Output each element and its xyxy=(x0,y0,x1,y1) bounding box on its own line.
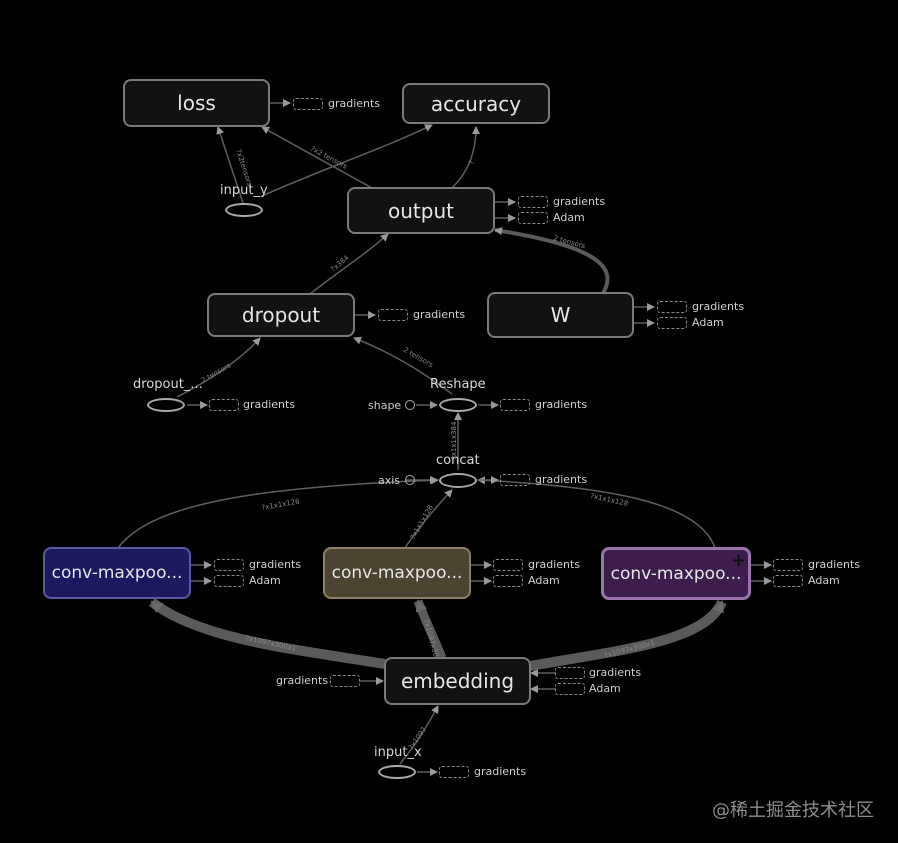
gradients-aux-node[interactable] xyxy=(555,667,585,679)
edge-label: ?x1x1x128 xyxy=(409,504,435,541)
input-y-label: input_y xyxy=(220,183,268,198)
edge-conv1-concat xyxy=(117,476,439,549)
conv-maxpool-node-2[interactable]: conv-maxpoo... xyxy=(323,547,471,599)
gradients-aux-node[interactable] xyxy=(657,301,687,313)
input-x-node[interactable] xyxy=(378,765,416,779)
watermark: @稀土掘金技术社区 xyxy=(712,800,874,821)
gradients-aux-node[interactable] xyxy=(439,766,469,778)
gradients-label: gradients xyxy=(589,666,642,679)
gradients-aux-node[interactable] xyxy=(209,399,239,411)
gradients-label: gradients xyxy=(535,398,588,411)
edge-label: ?x1x1x128 xyxy=(261,497,300,512)
gradients-label: gradients xyxy=(808,558,861,571)
adam-aux-node[interactable] xyxy=(214,575,244,587)
edge-input_x-embedding xyxy=(399,705,439,765)
edge-label: ?x1x1x384 xyxy=(450,421,458,460)
adam-label: Adam xyxy=(553,211,585,224)
reshape-label: Reshape xyxy=(430,377,486,392)
adam-label: Adam xyxy=(528,574,560,587)
gradients-label: gradients xyxy=(535,473,588,486)
gradients-label: gradients xyxy=(249,558,302,571)
edge-output-accuracy xyxy=(451,126,480,189)
edge-embedding-conv1 xyxy=(148,598,386,669)
concat-label: concat xyxy=(436,453,480,468)
edge-input_y-accuracy xyxy=(261,124,433,197)
edge-label: 2 tensors xyxy=(200,361,233,384)
gradients-aux-node[interactable] xyxy=(214,559,244,571)
edge-conv2-concat xyxy=(404,489,453,549)
edge-input_y-loss xyxy=(216,126,244,204)
gradients-aux-node[interactable] xyxy=(493,559,523,571)
shape-label: shape xyxy=(368,399,402,412)
concat-node[interactable] xyxy=(439,473,477,488)
axis-node[interactable] xyxy=(405,475,415,485)
edge-conv3-concat xyxy=(477,476,716,549)
loss-node[interactable]: loss xyxy=(123,79,270,127)
gradients-label: gradients xyxy=(692,300,745,313)
gradients-label: gradients xyxy=(474,765,527,778)
edge-output-loss xyxy=(261,126,373,189)
gradients-aux-node[interactable] xyxy=(378,309,408,321)
edge-label: 2 tensors xyxy=(402,346,435,369)
gradients-label: gradients xyxy=(243,398,296,411)
edge-label: ? xyxy=(467,159,476,165)
dropout-keep-label: dropout_... xyxy=(133,377,203,392)
gradients-label: gradients xyxy=(553,195,606,208)
input-y-node[interactable] xyxy=(225,203,263,217)
gradients-aux-node[interactable] xyxy=(500,474,530,486)
gradients-aux-node[interactable] xyxy=(500,399,530,411)
edge-label: ?x2tensors xyxy=(234,148,254,187)
gradients-label: gradients xyxy=(276,674,329,687)
edge-dropout-output xyxy=(309,233,389,295)
adam-label: Adam xyxy=(692,316,724,329)
reshape-node[interactable] xyxy=(439,398,477,412)
edge-reshape-dropout xyxy=(353,336,453,395)
adam-aux-node[interactable] xyxy=(773,575,803,587)
conv-maxpool-node-3[interactable]: conv-maxpoo... xyxy=(601,547,751,600)
gradients-aux-node[interactable] xyxy=(330,675,360,687)
edge-w-output xyxy=(494,227,610,295)
edge-keep-dropout xyxy=(176,337,261,398)
adam-aux-node[interactable] xyxy=(657,317,687,329)
adam-aux-node[interactable] xyxy=(518,212,548,224)
embedding-node[interactable]: embedding xyxy=(384,657,531,705)
dropout-keep-node[interactable] xyxy=(147,398,185,412)
gradients-aux-node[interactable] xyxy=(518,196,548,208)
output-node[interactable]: output xyxy=(347,187,495,234)
axis-label: axis xyxy=(378,474,401,487)
adam-label: Adam xyxy=(808,574,840,587)
edge-embedding-conv2 xyxy=(413,599,447,660)
shape-node[interactable] xyxy=(405,400,415,410)
dropout-node[interactable]: dropout xyxy=(207,293,355,337)
adam-label: Adam xyxy=(249,574,281,587)
adam-label: Adam xyxy=(589,682,621,695)
edge-label: ?x2 tensors xyxy=(309,145,349,171)
gradients-label: gradients xyxy=(528,558,581,571)
gradients-aux-node[interactable] xyxy=(293,98,323,110)
adam-aux-node[interactable] xyxy=(493,575,523,587)
conv-maxpool-node-1[interactable]: conv-maxpoo... xyxy=(43,547,191,599)
expand-icon[interactable]: + xyxy=(731,550,747,571)
adam-aux-node[interactable] xyxy=(555,683,585,695)
gradients-aux-node[interactable] xyxy=(773,559,803,571)
gradients-label: gradients xyxy=(328,97,381,110)
input-x-label: input_x xyxy=(374,745,422,760)
edge-label: ?x1x1x128 xyxy=(590,492,629,508)
w-node[interactable]: W xyxy=(487,292,634,338)
accuracy-node[interactable]: accuracy xyxy=(402,83,550,124)
gradients-label: gradients xyxy=(413,308,466,321)
edge-embedding-conv3 xyxy=(529,599,727,671)
